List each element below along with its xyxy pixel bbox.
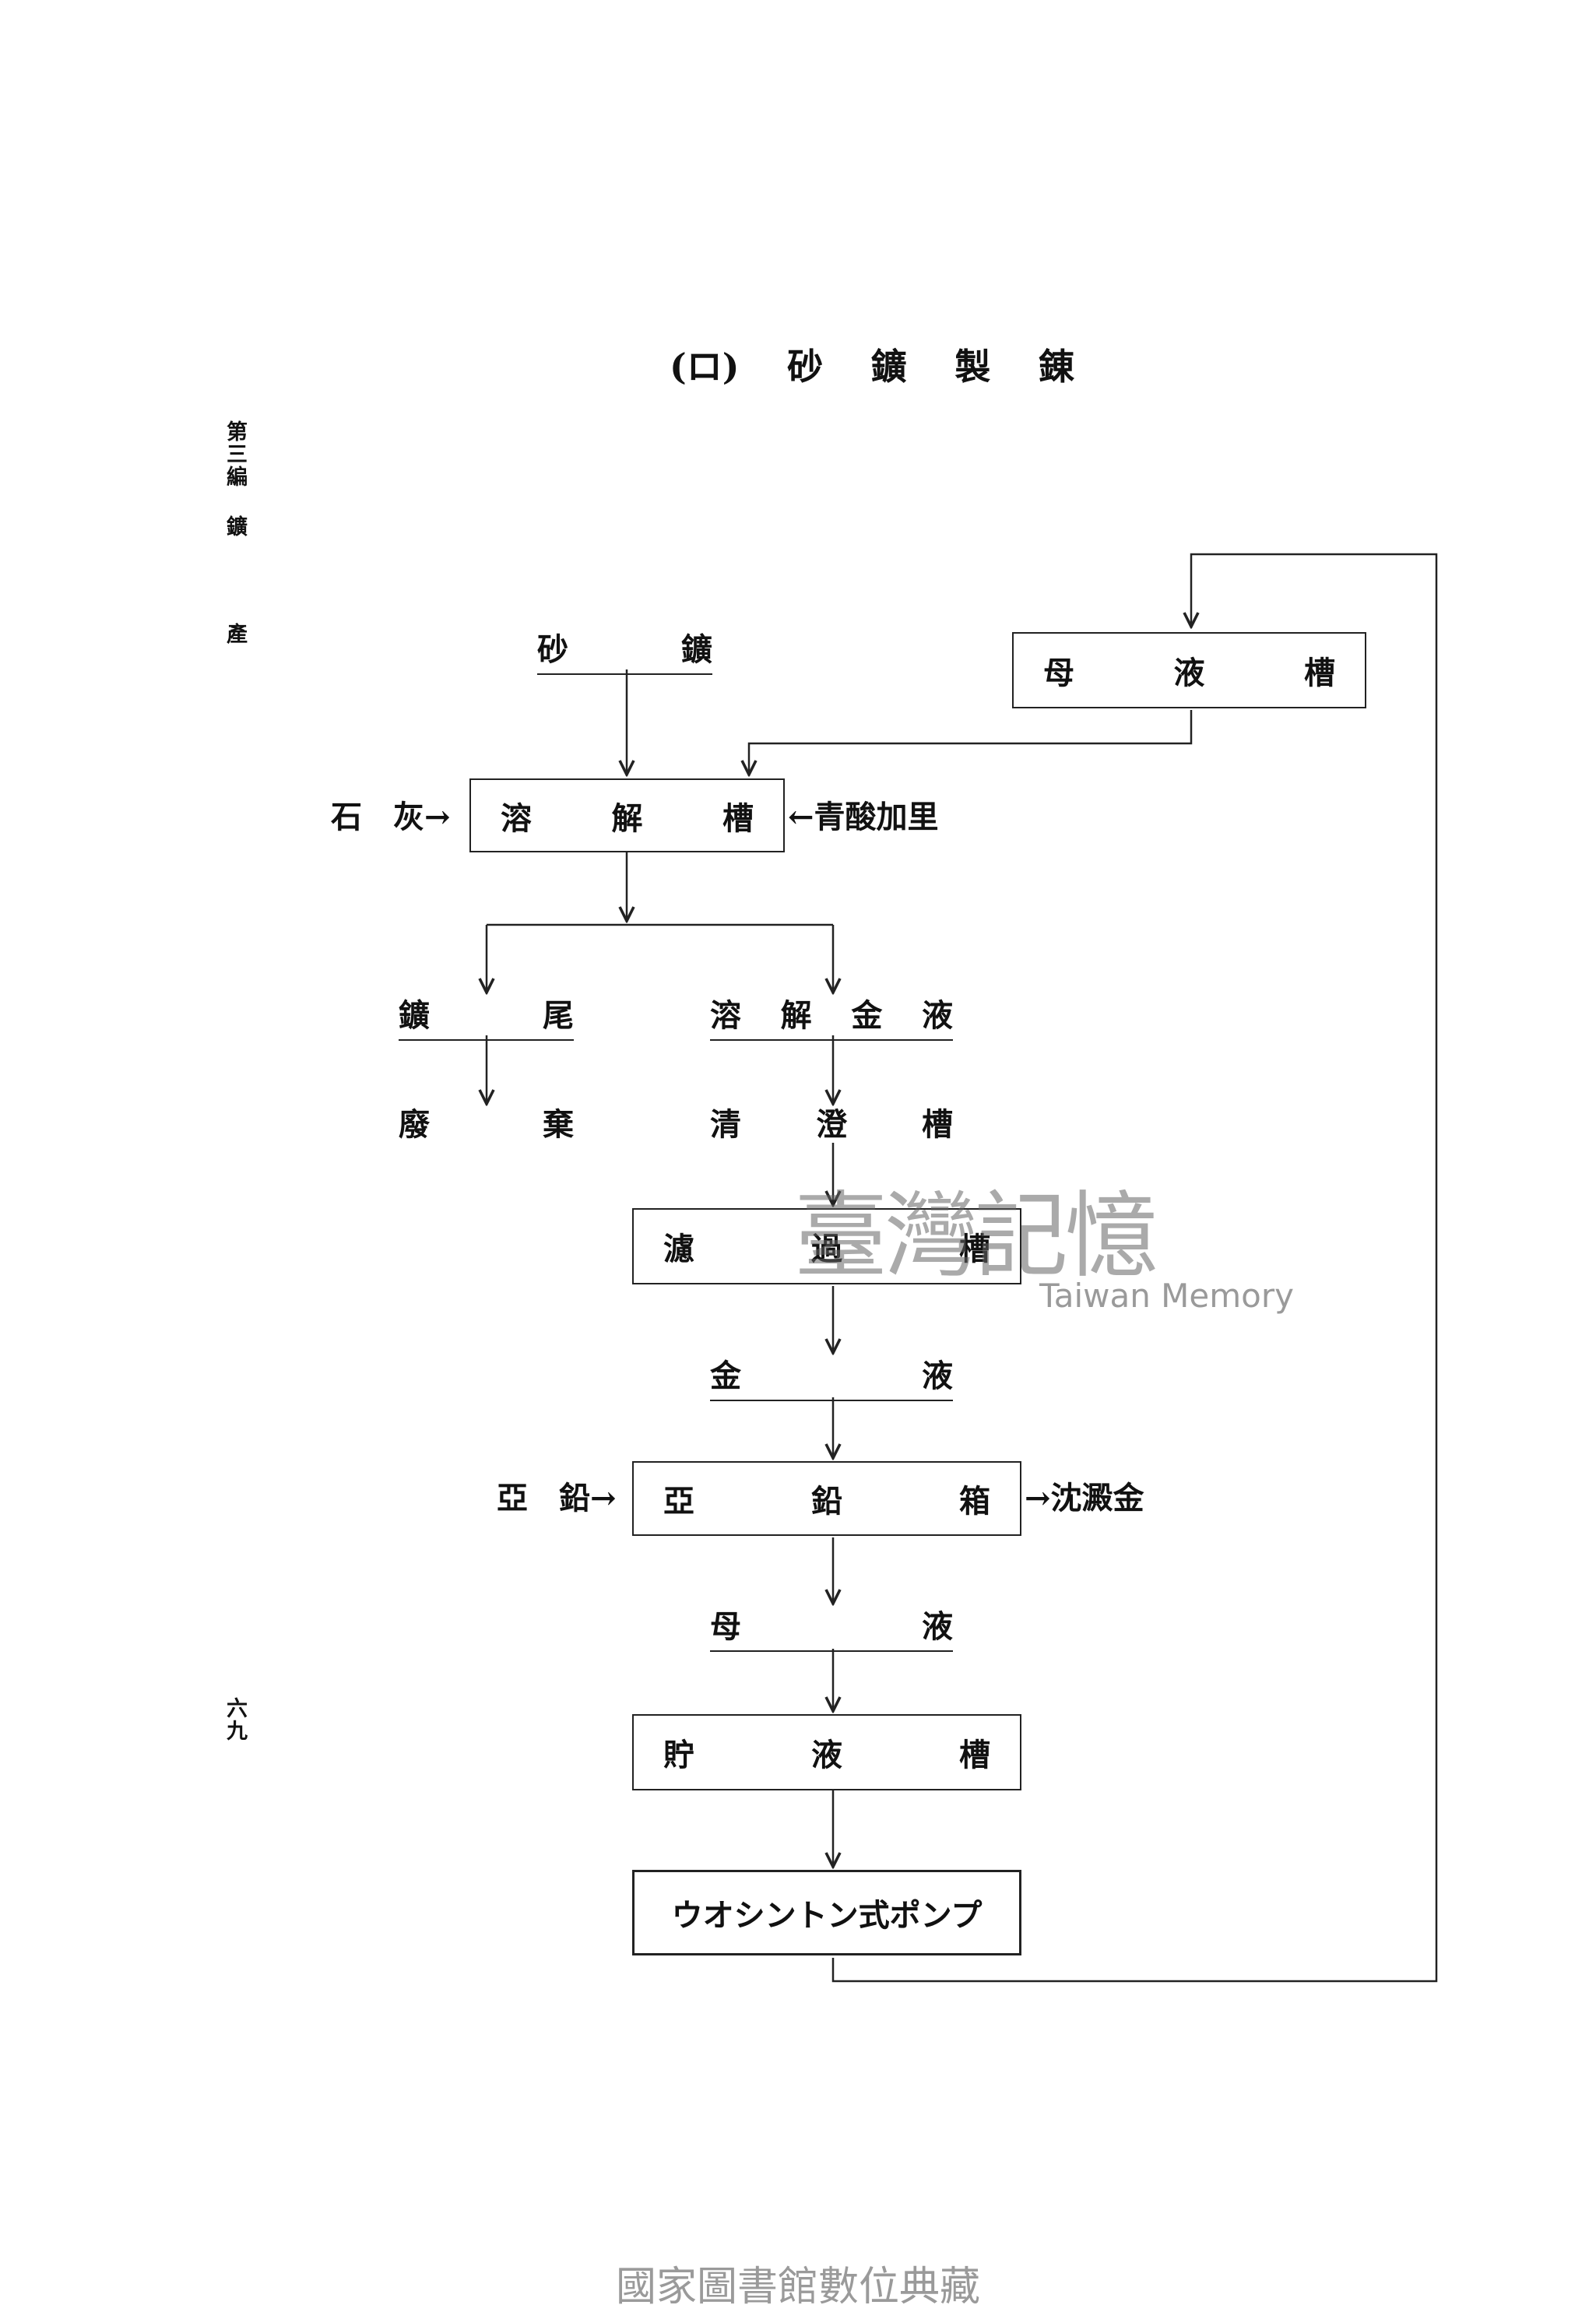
footer-archive-label: 國家圖書館數位典藏 — [615, 2264, 980, 2310]
node-storage-tank: 貯 液 槽 — [632, 1714, 1021, 1790]
node-char: 母 — [710, 1608, 741, 1645]
node-tailings: 鑛 尾 — [399, 1000, 574, 1041]
node-filter-tank: 濾 過 槽 — [632, 1208, 1021, 1284]
node-char: 液 — [921, 997, 953, 1034]
margin-char: 鑛 — [223, 515, 247, 538]
output-precipitate: →沈澱金 — [1025, 1480, 1144, 1516]
recycle-loop-line — [831, 553, 1438, 1983]
node-clarify-tank: 清 澄 槽 — [710, 1109, 953, 1140]
node-char: 棄 — [543, 1106, 574, 1143]
node-zinc-box: 亞 鉛 箱 — [632, 1461, 1021, 1536]
node-char: 液 — [811, 1737, 842, 1773]
node-char: 清 — [710, 1106, 741, 1143]
node-char: 金 — [710, 1358, 741, 1394]
node-char: 液 — [1173, 655, 1205, 691]
node-char: 槽 — [1304, 655, 1335, 691]
node-ore: 砂 鑛 — [537, 634, 712, 675]
title-label: (ロ) — [670, 346, 740, 388]
node-char: 尾 — [543, 997, 574, 1034]
node-char: 液 — [922, 1358, 953, 1394]
node-char: 貯 — [663, 1737, 694, 1773]
node-char: 亞 — [663, 1483, 694, 1520]
node-char: 解 — [780, 997, 812, 1034]
input-cyanide: ←青酸加里 — [788, 799, 939, 835]
node-pump: ウオシントン式ポンプ — [632, 1870, 1021, 1955]
title-char: 砂 — [787, 346, 824, 388]
title-char: 製 — [954, 346, 991, 388]
pump-label: ウオシントン式ポンプ — [671, 1898, 983, 1934]
node-char: 母 — [1043, 655, 1074, 691]
node-char: 砂 — [537, 631, 568, 668]
node-char: 廢 — [399, 1106, 430, 1143]
margin-char: 產 — [223, 623, 247, 645]
watermark-logo-en: Taiwan Memory — [1039, 1277, 1294, 1315]
node-char: 解 — [611, 799, 643, 837]
node-char: 槽 — [922, 1106, 953, 1143]
node-gold-liquor: 金 液 — [710, 1361, 953, 1401]
node-char: 槽 — [959, 1737, 990, 1773]
node-char: 金 — [851, 997, 883, 1034]
node-char: 澄 — [816, 1106, 847, 1143]
input-zinc: 亞 鉛→ — [497, 1480, 617, 1516]
node-dissolve-tank: 溶 解 槽 — [469, 778, 785, 852]
node-mother-tank: 母 液 槽 — [1012, 632, 1366, 708]
arrow-mother-to-dissolve — [749, 710, 1193, 775]
node-char: 過 — [811, 1231, 842, 1267]
node-char: 溶 — [710, 997, 741, 1034]
node-char: 鑛 — [399, 997, 430, 1034]
page-title: (ロ) 砂 鑛 製 錬 — [670, 349, 1074, 385]
node-gold-solution: 溶 解 金 液 — [710, 1000, 953, 1041]
input-lime: 石 灰→ — [331, 799, 451, 835]
title-char: 錬 — [1038, 346, 1074, 388]
node-char: 槽 — [959, 1231, 990, 1267]
node-char: 溶 — [501, 799, 532, 837]
watermark-logo-cn: 臺灣記憶 — [794, 1182, 1158, 1291]
node-char: 鉛 — [811, 1483, 842, 1520]
node-char: 濾 — [663, 1231, 694, 1267]
node-char: 液 — [922, 1608, 953, 1645]
node-mother-liquor: 母 液 — [710, 1611, 953, 1652]
margin-section: 第三編 — [223, 420, 247, 488]
title-char: 鑛 — [870, 346, 907, 388]
node-char: 箱 — [959, 1483, 990, 1520]
margin-page-number: 六九 — [223, 1697, 247, 1742]
node-char: 鑛 — [681, 631, 712, 668]
node-char: 槽 — [722, 799, 754, 837]
node-discard: 廢 棄 — [399, 1109, 574, 1140]
